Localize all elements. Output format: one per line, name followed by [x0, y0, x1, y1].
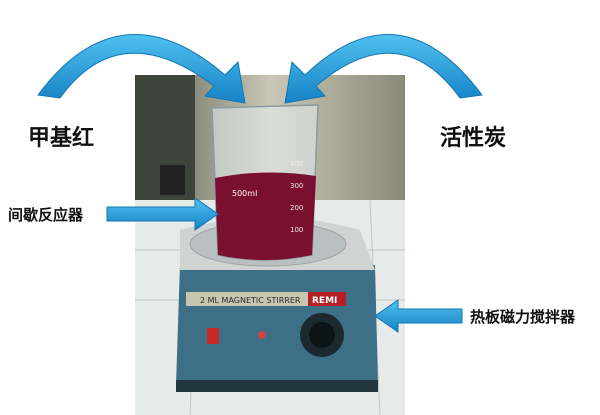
photo: 2 ML MAGNETIC STIRRER REMI 500ml 400 300… — [135, 75, 405, 415]
label-activated-carbon: 活性炭 — [440, 126, 507, 151]
power-switch — [207, 328, 219, 344]
beaker-mark: 100 — [290, 226, 303, 234]
curved-arrow-left — [37, 34, 246, 104]
arrow-to-stirrer — [374, 299, 463, 333]
stirrer-label-text: 2 ML MAGNETIC STIRRER — [200, 296, 301, 305]
stirrer-body — [176, 265, 378, 385]
curved-arrow-right — [284, 34, 483, 104]
brand-logo: REMI — [312, 296, 337, 306]
label-methyl-red: 甲基红 — [28, 126, 95, 151]
stirrer-label-plate — [186, 292, 346, 306]
red-solution — [215, 172, 316, 260]
label-magnetic-stirrer: 热板磁力搅拌器 — [470, 308, 576, 326]
label-batch-reactor: 间歇反应器 — [8, 206, 84, 224]
beaker-volume: 500ml — [232, 189, 257, 198]
arrow-to-reactor — [106, 197, 219, 231]
beaker-mark: 400 — [290, 160, 303, 168]
beaker-mark: 200 — [290, 204, 303, 212]
beaker-mark: 300 — [290, 182, 303, 190]
